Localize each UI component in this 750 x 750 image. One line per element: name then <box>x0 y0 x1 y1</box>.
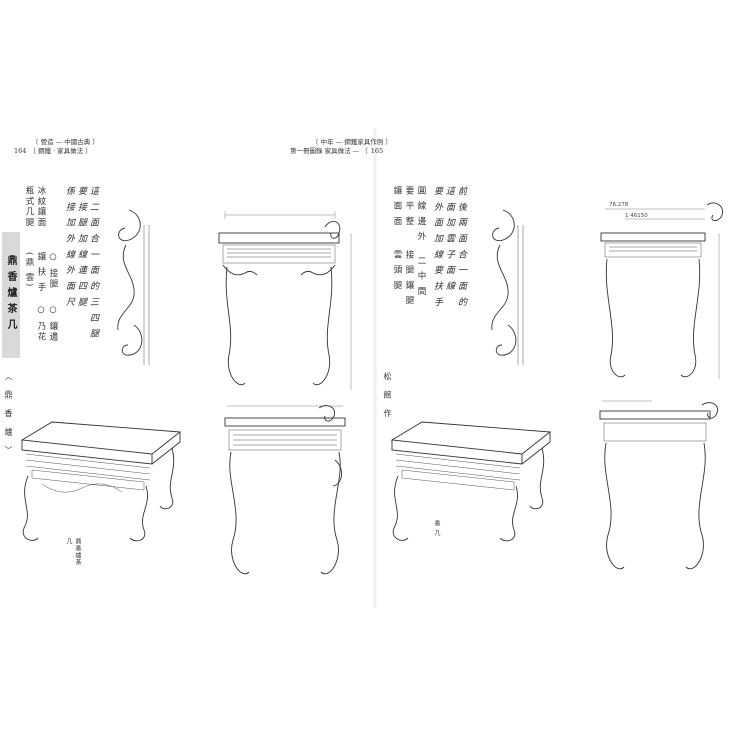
left-page-number: 164 <box>14 147 27 155</box>
right-body-col: 二 中 間 <box>416 256 426 297</box>
right-body-col: 鑲 面 面 <box>392 186 402 227</box>
chapter-title-bar: 鼎香爐茶几 <box>2 232 20 358</box>
left-header-line1: 〔 營造 — 中國古典 〕 <box>32 138 99 146</box>
left-body-col: (鼎 雲) <box>24 252 34 289</box>
left-caption: 鼎香爐茶几 <box>65 538 81 566</box>
right-page-header: 〔 中年 — 鋼鐵家具作例 〕 第一冊圖錄 家具做法 — 〔165 <box>290 138 392 156</box>
left-body-col: ○ 鑲邊 <box>48 305 58 343</box>
left-hand-col: 係 接 加 外 線 外 面 尺 <box>64 186 74 309</box>
left-table-front-drawing <box>224 405 346 575</box>
right-margin-note: 松 館 作 <box>383 372 392 422</box>
left-margin-note: 〈 鼎 香 爐 〉 <box>4 372 13 459</box>
left-body-col: 冰紋鑲面 <box>36 186 46 228</box>
right-dimension-label: 1 46150 <box>625 213 648 219</box>
right-table-perspective-drawing <box>390 421 552 542</box>
left-hand-col: 這 二 面 合 一 面 的 三 四 腿 <box>88 186 98 340</box>
left-table-perspective-drawing <box>20 421 182 542</box>
right-hand-col: 要 外 面 加 線 要 扶 手 <box>432 186 442 309</box>
left-header-line2: 164〔 鋼鐵 · 家具做法 〕 <box>14 147 92 155</box>
right-dimension-label: 76.278 <box>609 202 629 208</box>
right-caption: 香 几 <box>433 520 440 537</box>
right-table-elevation-drawing: 76.278 1 46150 <box>600 202 723 379</box>
left-body-col: 鑲 扶 手 <box>36 252 46 293</box>
book-gutter <box>372 128 378 608</box>
right-body-col: 雲 頭 腿 <box>392 250 402 291</box>
left-hand-col: 要 接 腿 加 線 連 四 腿 <box>76 186 86 309</box>
left-body-col: 瓶式几腿 <box>24 186 34 228</box>
left-page-header: 〔 營造 — 中國古典 〕 164〔 鋼鐵 · 家具做法 〕 <box>14 138 99 156</box>
right-page-number: 165 <box>370 147 384 155</box>
right-header-line2: 第一冊圖錄 家具做法 — 〔165 <box>290 147 384 155</box>
left-body-col: ○ 接腿 <box>48 252 58 290</box>
right-body-col: 要 平 整 <box>404 186 414 227</box>
right-hand-col: 前 後 兩 面 合 一 面 的 <box>456 186 466 309</box>
right-table-front-drawing <box>599 400 718 570</box>
right-body-col: 圓 線 邊 外 <box>416 186 426 243</box>
left-scroll-ornament <box>117 209 150 365</box>
left-body-col: ○ 乃花 <box>36 305 46 343</box>
right-body-col: 接 腿 鑲 腿 <box>404 250 414 307</box>
right-header-line1: 〔 中年 — 鋼鐵家具作例 〕 <box>312 138 392 146</box>
right-scroll-ornament <box>491 209 524 365</box>
right-hand-col: 這 面 加 雲 子 面 線 <box>444 186 454 293</box>
left-table-elevation-drawing <box>218 211 352 390</box>
